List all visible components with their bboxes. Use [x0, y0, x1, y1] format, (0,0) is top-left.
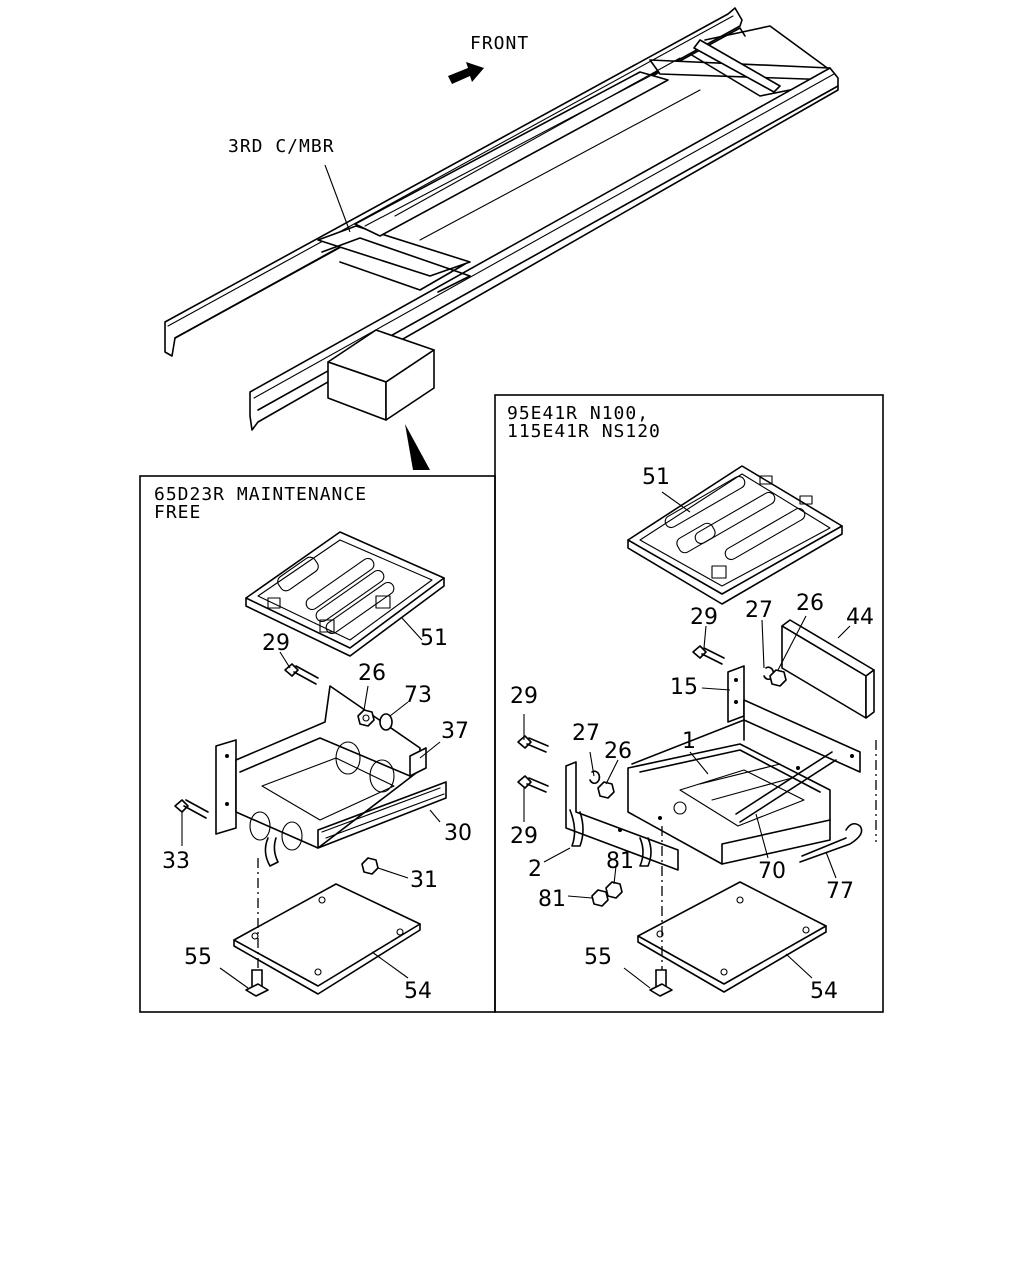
callout-15: 15 — [670, 675, 698, 700]
callout-55-left: 55 — [184, 945, 212, 970]
side-bracket-2 — [565, 761, 679, 871]
bolt-29-right-c — [517, 775, 549, 793]
callout-2: 2 — [528, 857, 542, 882]
callout-29-right-a: 29 — [690, 605, 718, 630]
callout-54-right: 54 — [810, 979, 838, 1004]
right-panel-frame — [494, 394, 884, 1013]
right-panel-title-line2: 115E41R NS120 — [507, 421, 661, 442]
bolt-29-right-a — [692, 645, 725, 665]
battery-tray-right — [627, 699, 861, 865]
left-battery-assembly — [174, 531, 447, 997]
right-battery-assembly — [517, 465, 877, 997]
front-label: FRONT — [470, 33, 529, 54]
callout-29-right-b: 29 — [510, 684, 538, 709]
washer-27-b — [589, 770, 601, 785]
bracket-15 — [727, 665, 745, 723]
callout-26-right-a: 26 — [796, 591, 824, 616]
bolt-29-right-b — [517, 735, 549, 753]
callout-26-right-b: 26 — [604, 739, 632, 764]
nut-81-b — [591, 889, 609, 907]
bolt-29-left — [284, 663, 319, 685]
nut-26-right-a — [769, 669, 787, 687]
callout-51-left: 51 — [420, 626, 448, 651]
callout-73: 73 — [404, 683, 432, 708]
battery-tray-left — [215, 685, 447, 867]
member-label: 3RD C/MBR — [228, 136, 335, 157]
bolt-33 — [174, 799, 209, 819]
left-panel-title-line1: 65D23R MAINTENANCE — [154, 484, 367, 505]
washer-73 — [379, 713, 393, 731]
pad-44 — [781, 619, 875, 719]
nut-26-right-b — [597, 781, 615, 799]
callout-29-left: 29 — [262, 631, 290, 656]
rod-70 — [735, 751, 837, 823]
callout-55-right: 55 — [584, 945, 612, 970]
callout-51-right: 51 — [642, 465, 670, 490]
plate-54-right — [637, 881, 827, 993]
callout-81-b: 81 — [538, 887, 566, 912]
plate-54-left — [233, 883, 421, 995]
callout-81-a: 81 — [606, 849, 634, 874]
left-panel-title-line2: FREE — [154, 502, 201, 523]
callout-27-a: 27 — [745, 598, 773, 623]
battery-cover-left — [245, 531, 445, 657]
callout-26-left: 26 — [358, 661, 386, 686]
nut-31 — [361, 857, 379, 875]
hook-bolt-77 — [799, 822, 863, 863]
callout-1: 1 — [682, 729, 696, 754]
nut-81-a — [605, 881, 623, 899]
bolt-55-right — [649, 969, 673, 997]
callout-27-b: 27 — [572, 721, 600, 746]
callout-54-left: 54 — [404, 979, 432, 1004]
callout-31: 31 — [410, 868, 438, 893]
callout-44: 44 — [846, 605, 874, 630]
battery-cover-right — [627, 465, 843, 605]
bolt-55-left — [245, 969, 269, 997]
right-panel-title-line1: 95E41R N100, — [507, 403, 649, 424]
callout-77: 77 — [826, 879, 854, 904]
chassis-frame — [164, 7, 839, 470]
callout-30: 30 — [444, 821, 472, 846]
callout-70: 70 — [758, 859, 786, 884]
callout-29-right-c: 29 — [510, 824, 538, 849]
callout-37: 37 — [441, 719, 469, 744]
callout-33: 33 — [162, 849, 190, 874]
